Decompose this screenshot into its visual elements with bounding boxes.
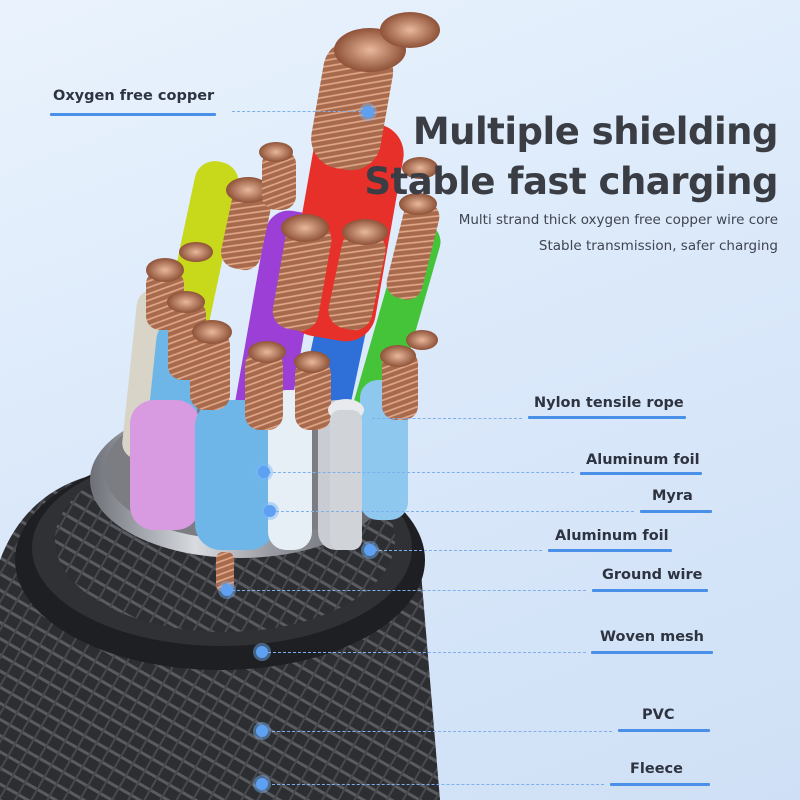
callout-nylon-tensile-rope-leader: [372, 418, 522, 419]
callout-woven-mesh-leader: [268, 652, 586, 653]
callout-aluminum-foil-inner-leader: [374, 550, 542, 551]
callout-oxygen-free-copper-underline: [50, 113, 216, 116]
callout-pvc-leader: [272, 731, 612, 732]
callout-aluminum-foil-outer-leader: [268, 472, 574, 473]
ground-wire-strand: [216, 552, 234, 592]
callout-nylon-tensile-rope-label: Nylon tensile rope: [534, 395, 684, 411]
callout-ground-wire-dot: [221, 584, 233, 596]
callout-myra-underline: [640, 510, 712, 513]
callout-fleece-label: Fleece: [630, 761, 683, 777]
callout-ground-wire-underline: [592, 589, 708, 592]
callout-aluminum-foil-inner-dot: [364, 544, 376, 556]
callout-ground-wire-label: Ground wire: [602, 567, 703, 583]
callout-oxygen-free-copper-dot: [362, 106, 374, 118]
callout-woven-mesh-label: Woven mesh: [600, 629, 704, 645]
callout-myra-dot: [264, 505, 276, 517]
headline-line-2: Stable fast charging: [364, 160, 778, 203]
callout-woven-mesh-dot: [256, 646, 268, 658]
copper-strands: [146, 12, 440, 592]
callout-fleece-leader: [272, 784, 604, 785]
subtitle-line-1: Multi strand thick oxygen free copper wi…: [458, 212, 778, 228]
callout-myra-label: Myra: [652, 488, 693, 504]
callout-pvc-label: PVC: [642, 707, 675, 723]
subtitle-line-2: Stable transmission, safer charging: [538, 238, 778, 254]
callout-ground-wire-leader: [232, 590, 586, 591]
callout-aluminum-foil-outer-label: Aluminum foil: [586, 452, 700, 468]
callout-oxygen-free-copper-leader: [232, 111, 366, 112]
callout-aluminum-foil-inner-label: Aluminum foil: [555, 528, 669, 544]
callout-nylon-tensile-rope-underline: [528, 416, 686, 419]
callout-pvc-underline: [618, 729, 710, 732]
callout-fleece-underline: [610, 783, 710, 786]
callout-aluminum-foil-inner-underline: [548, 549, 672, 552]
callout-pvc-dot: [256, 725, 268, 737]
headline-line-1: Multiple shielding: [412, 110, 779, 153]
callout-oxygen-free-copper-label: Oxygen free copper: [53, 88, 215, 104]
callout-woven-mesh-underline: [591, 651, 713, 654]
callout-fleece-dot: [256, 778, 268, 790]
callout-aluminum-foil-outer-underline: [580, 472, 702, 475]
callout-aluminum-foil-outer-dot: [258, 466, 270, 478]
callout-myra-leader: [276, 511, 634, 512]
